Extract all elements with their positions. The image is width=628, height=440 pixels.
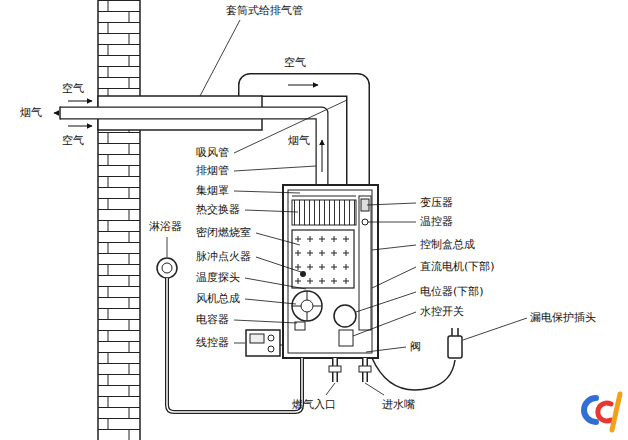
part-label: 漏电保护插头 <box>530 311 596 325</box>
controller-screen <box>250 334 264 343</box>
part-label: 空气 <box>62 134 84 148</box>
shower-hose-inner <box>167 278 302 412</box>
brick-wall <box>98 0 140 440</box>
air-arrow <box>68 126 92 127</box>
control-box <box>359 196 371 330</box>
pipe-end <box>59 107 61 120</box>
flue-hood <box>292 196 356 197</box>
part-label: 密闭燃烧室 <box>196 226 251 240</box>
shower-head <box>157 258 177 278</box>
watermark-logo <box>584 394 620 430</box>
part-label: 淋浴器 <box>149 220 182 234</box>
water-nut <box>359 366 371 372</box>
air-arrow <box>288 85 318 86</box>
water-switch <box>339 330 353 346</box>
heat-exchanger <box>292 200 356 225</box>
part-label: 吸风管 <box>196 146 229 160</box>
exhaust-pipe-inner <box>59 113 322 190</box>
controller-wire <box>280 345 283 346</box>
part-label: 风机总成 <box>196 292 240 306</box>
part-label: 水控开关 <box>420 305 464 319</box>
smoke-arrow <box>322 140 323 172</box>
fan <box>292 291 322 321</box>
part-label: 热交换器 <box>196 203 240 217</box>
part-label: 温控器 <box>420 215 453 229</box>
smoke-arrow <box>54 113 58 114</box>
part-label: 电位器(下部) <box>420 285 484 299</box>
part-label: 排烟管 <box>196 164 229 178</box>
exhaust-pipe <box>60 113 322 188</box>
part-label: 直流电机(下部) <box>420 260 495 274</box>
fan-hub <box>301 300 313 312</box>
part-label: 电容器 <box>196 313 229 327</box>
part-label: 集烟罩 <box>196 184 229 198</box>
leader-lines <box>167 20 527 395</box>
part-label: 燃气入口 <box>292 398 336 412</box>
part-label: 空气 <box>284 56 306 70</box>
gas-nut <box>329 366 341 372</box>
part-label: 烟气 <box>288 134 310 148</box>
part-label: 烟气 <box>20 106 42 120</box>
part-label: 进水嘴 <box>382 398 415 412</box>
part-label: 控制盒总成 <box>420 238 475 252</box>
part-label: 线控器 <box>196 336 229 350</box>
part-label: 温度探头 <box>196 271 240 285</box>
fan-blades <box>292 291 322 321</box>
air-arrow <box>68 101 92 102</box>
air-pipe <box>250 85 358 188</box>
controller-knob <box>268 335 274 341</box>
power-cord <box>372 358 455 390</box>
controller-knob <box>268 346 274 352</box>
leakage-plug <box>448 336 462 358</box>
gas-valve <box>334 305 356 327</box>
part-label: 阀 <box>410 340 421 354</box>
shower-head-inner <box>162 263 172 273</box>
part-label: 脉冲点火器 <box>196 250 251 264</box>
wired-controller <box>246 330 280 356</box>
part-label: 空气 <box>62 82 84 96</box>
thermostat <box>362 219 368 225</box>
part-label: 套筒式给排气管 <box>226 4 303 18</box>
plug-prongs <box>452 328 458 336</box>
part-label: 变压器 <box>420 196 453 210</box>
combustion-chamber <box>292 230 354 288</box>
shower-hose <box>167 278 302 412</box>
